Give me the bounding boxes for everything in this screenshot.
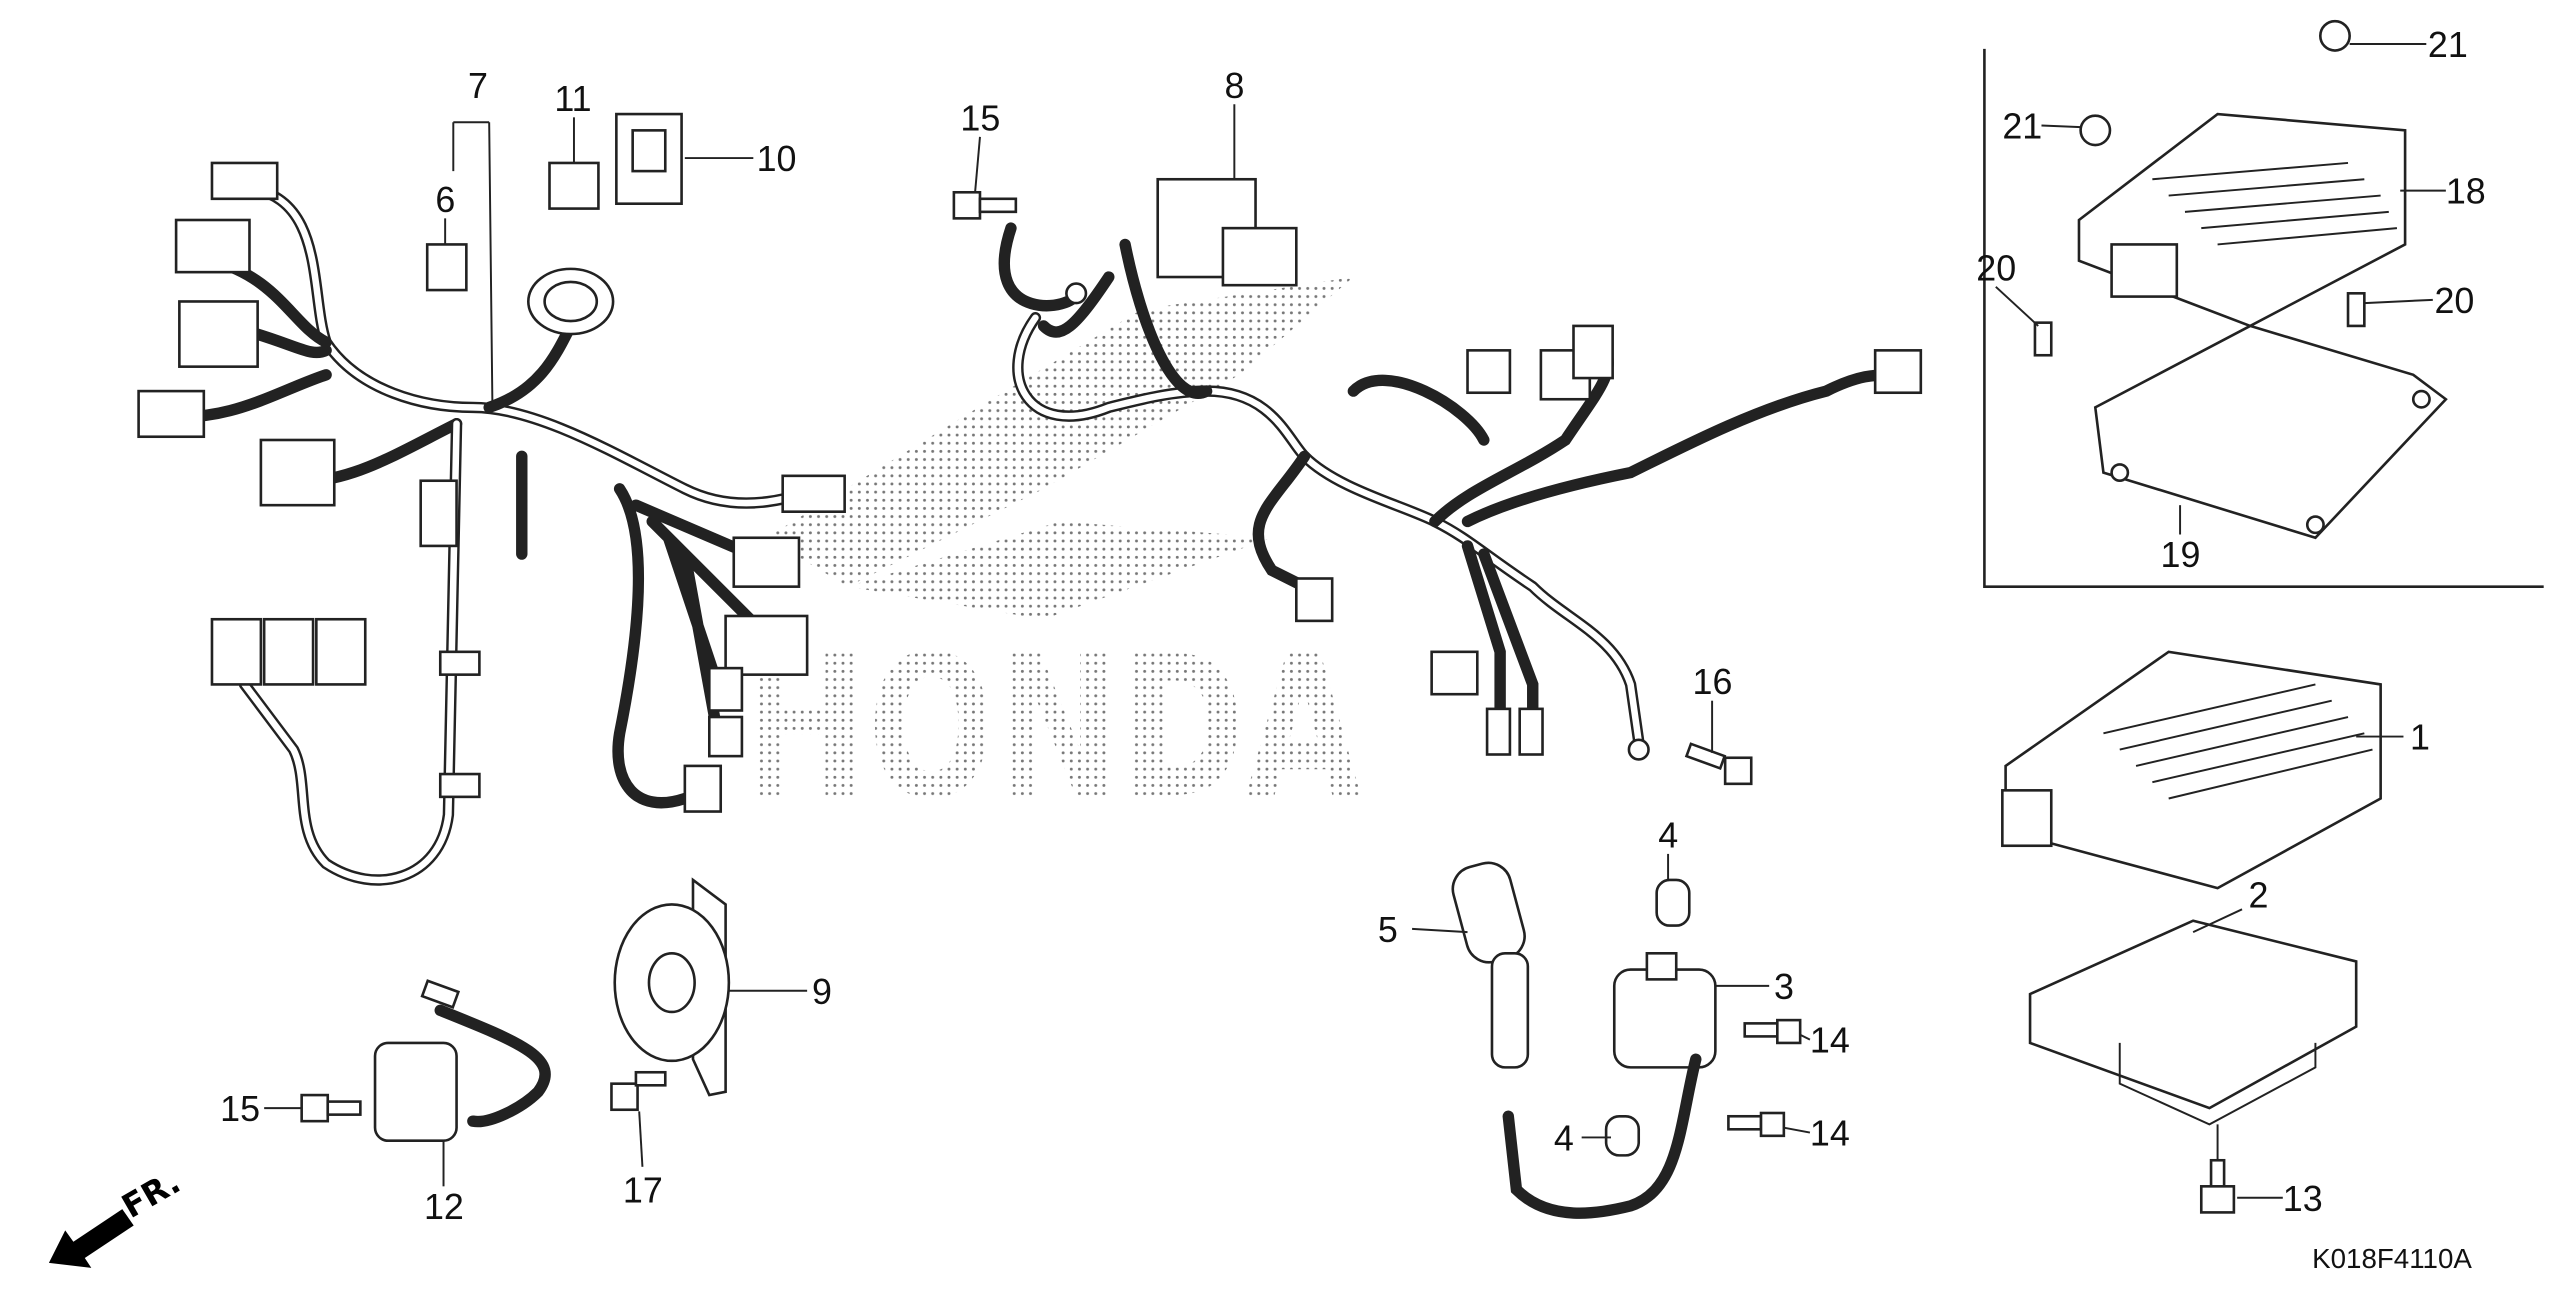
- bolt-14-lower: [1727, 1111, 1786, 1138]
- relay-6: [425, 243, 468, 292]
- bolt-15-top: [952, 190, 1018, 220]
- callout-7: 7: [468, 66, 488, 106]
- honda-watermark: HONDA: [742, 277, 1362, 842]
- front-direction-arrow: FR.: [48, 1163, 187, 1268]
- callout-14-lower: 14: [1810, 1114, 1850, 1154]
- clip-4-lower: [1604, 1114, 1641, 1157]
- horn-9: [613, 877, 731, 1097]
- bolt-14-upper: [1743, 1018, 1802, 1045]
- watermark-text: HONDA: [742, 614, 1362, 842]
- sub-wire-harness: [998, 177, 1923, 761]
- callout-21-left: 21: [2002, 107, 2042, 147]
- screw-20-left: [2033, 321, 2053, 357]
- part-11: [548, 161, 600, 210]
- regulator-18: [2077, 112, 2407, 328]
- callout-20-left: 20: [1976, 248, 2016, 288]
- plug-cap-5: [1451, 861, 1530, 1069]
- callout-21-upper: 21: [2428, 25, 2468, 65]
- inset-box-border: [1983, 48, 2544, 588]
- callout-14-upper: 14: [1810, 1021, 1850, 1061]
- bolt-13: [2199, 1158, 2236, 1214]
- bolt-17: [610, 1070, 667, 1112]
- clip-4-upper: [1655, 878, 1691, 927]
- callout-17: 17: [623, 1171, 663, 1211]
- callout-10: 10: [757, 139, 797, 179]
- callout-8: 8: [1225, 66, 1245, 106]
- callout-labels: 1 2 3 4 4 5 6 7 8 9 10 11 12 13 14 14 15…: [220, 25, 2486, 1274]
- callout-4-lower: 4: [1554, 1118, 1574, 1158]
- callout-11: 11: [554, 79, 591, 119]
- callout-9: 9: [812, 972, 832, 1012]
- main-wire-harness: [137, 161, 846, 886]
- part-12: [373, 979, 551, 1143]
- bracket-19: [2093, 324, 2448, 540]
- callout-5: 5: [1378, 910, 1398, 950]
- nut-21-upper: [2319, 19, 2351, 52]
- leader-lines: [264, 43, 2446, 1199]
- callout-20-right: 20: [2434, 281, 2474, 321]
- nut-21-left: [2079, 114, 2112, 147]
- screw-20-right: [2346, 292, 2366, 328]
- callout-4-upper: 4: [1658, 815, 1678, 855]
- callout-12: 12: [424, 1187, 464, 1227]
- callout-13: 13: [2283, 1179, 2323, 1219]
- plate-2: [2028, 919, 2358, 1161]
- callout-1: 1: [2410, 718, 2430, 758]
- ignition-coil-3: [1502, 952, 1717, 1219]
- callout-6: 6: [435, 180, 455, 220]
- diagram-code: K018F4110A: [2312, 1243, 2472, 1274]
- bolt-15-bottom: [300, 1093, 362, 1123]
- callout-2: 2: [2249, 876, 2269, 916]
- callout-15-top: 15: [960, 98, 1000, 138]
- callout-3: 3: [1774, 967, 1794, 1007]
- callout-16: 16: [1693, 662, 1733, 702]
- callout-19: 19: [2161, 535, 2201, 575]
- callout-15-bottom: 15: [220, 1089, 260, 1129]
- regulator-1: [2001, 650, 2382, 890]
- callout-18: 18: [2446, 172, 2486, 212]
- bolt-16: [1684, 742, 1753, 786]
